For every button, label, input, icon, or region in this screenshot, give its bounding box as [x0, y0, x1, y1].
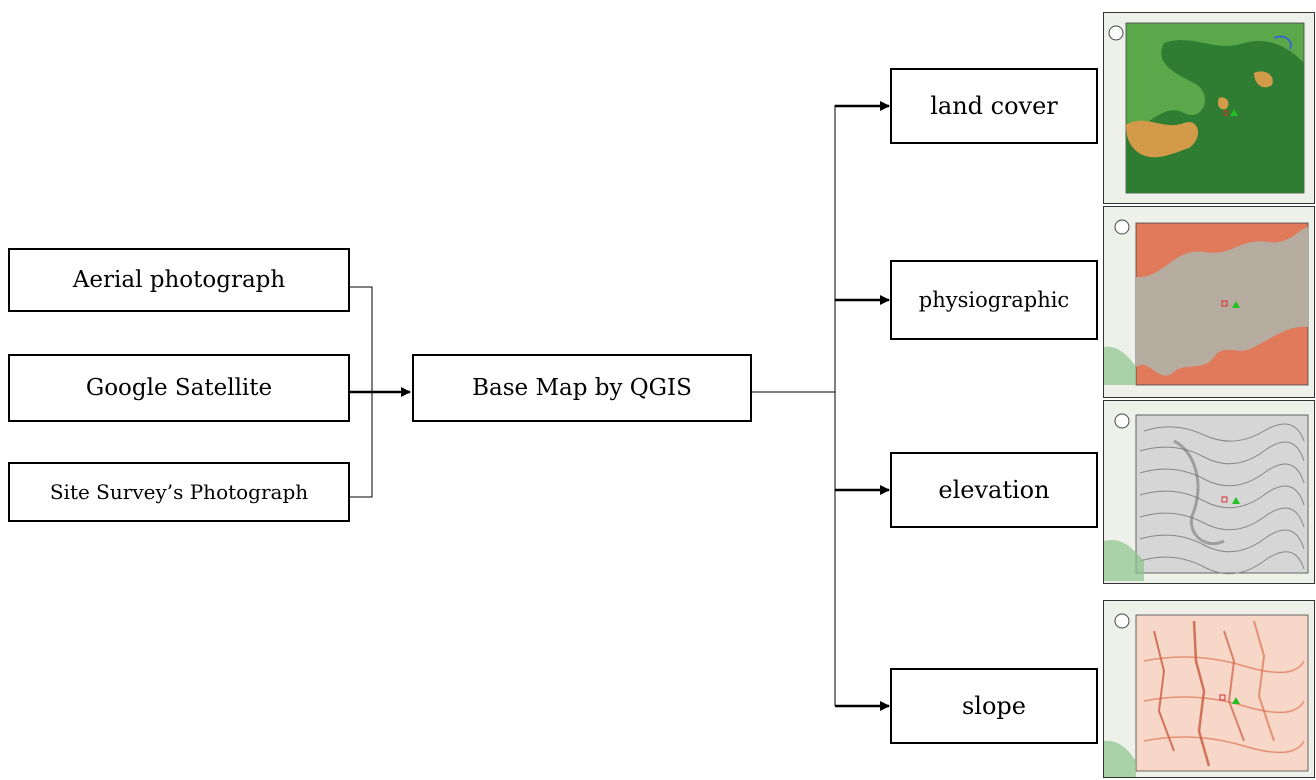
- output-box-land-cover: land cover: [890, 68, 1098, 144]
- output-box-slope: slope: [890, 668, 1098, 744]
- input-box-google-satellite: Google Satellite: [8, 354, 350, 422]
- elevation-map-graphic: [1104, 401, 1314, 583]
- output-label: elevation: [938, 476, 1050, 504]
- slope-map: [1103, 600, 1315, 778]
- output-label: land cover: [930, 92, 1058, 120]
- output-label: slope: [961, 692, 1026, 720]
- input-box-aerial-photograph: Aerial photograph: [8, 248, 350, 312]
- base-map-box: Base Map by QGIS: [412, 354, 752, 422]
- physiographic-map: [1103, 206, 1315, 398]
- input-label: Google Satellite: [85, 375, 273, 401]
- output-box-physiographic: physiographic: [890, 260, 1098, 340]
- base-map-label: Base Map by QGIS: [472, 375, 692, 401]
- physiographic-map-graphic: [1104, 207, 1314, 397]
- input-label: Aerial photograph: [72, 267, 286, 293]
- land-cover-map-graphic: [1104, 13, 1314, 203]
- output-label: physiographic: [918, 288, 1070, 312]
- output-box-elevation: elevation: [890, 452, 1098, 528]
- slope-map-graphic: [1104, 601, 1314, 777]
- elevation-map: [1103, 400, 1315, 584]
- land-cover-map: [1103, 12, 1315, 204]
- input-box-site-survey-photograph: Site Survey’s Photograph: [8, 462, 350, 522]
- input-label: Site Survey’s Photograph: [49, 480, 309, 504]
